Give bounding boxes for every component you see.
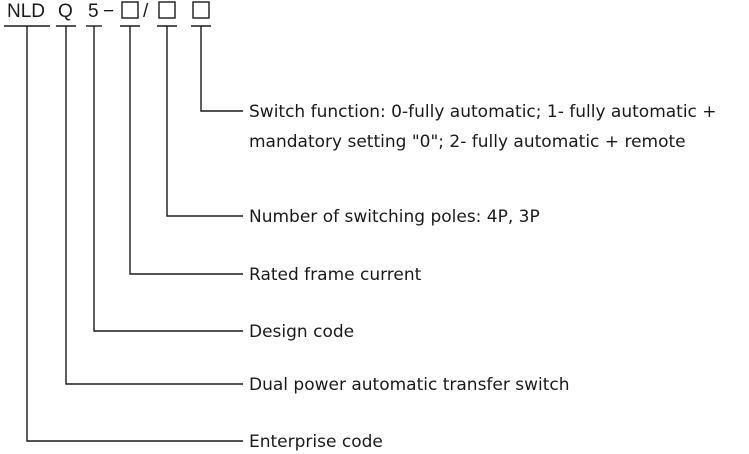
leader-transfer-switch <box>65 26 243 385</box>
label-poles: Number of switching poles: 4P, 3P <box>249 207 540 227</box>
code-design: 5 <box>88 1 99 22</box>
code-dash: − <box>103 1 114 22</box>
placeholder-box-function <box>192 1 210 19</box>
label-function-line2: mandatory setting "0"; 2- fully automati… <box>249 132 686 152</box>
label-design-code: Design code <box>249 322 354 342</box>
leader-frame-current <box>129 26 243 275</box>
leader-poles <box>166 26 243 217</box>
label-function-line1: Switch function: 0-fully automatic; 1- f… <box>249 102 717 122</box>
leader-enterprise <box>26 26 243 442</box>
code-type: Q <box>58 1 73 22</box>
label-transfer-switch: Dual power automatic transfer switch <box>249 375 570 395</box>
leader-function <box>200 26 243 112</box>
code-prefix: NLD <box>7 1 45 22</box>
label-frame-current: Rated frame current <box>249 265 422 285</box>
placeholder-box-frame-current <box>121 1 139 19</box>
label-enterprise: Enterprise code <box>249 432 383 452</box>
leader-design <box>93 26 243 332</box>
code-slash: / <box>143 1 149 22</box>
placeholder-box-poles <box>158 1 176 19</box>
